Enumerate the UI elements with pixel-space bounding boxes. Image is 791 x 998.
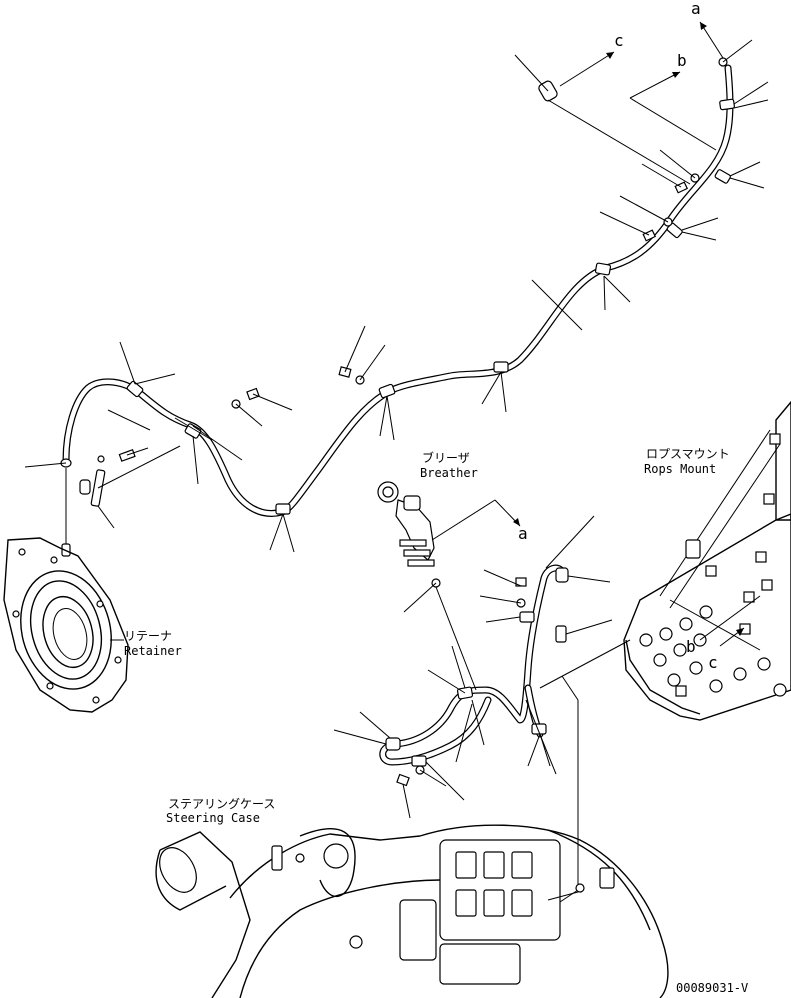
ref-a-mid: a [518, 524, 528, 543]
drawing-code: 00089031-V [676, 981, 748, 995]
ref-b-rops: b [686, 637, 696, 656]
lower-leaders [333, 515, 631, 911]
retainer-label-en: Retainer [124, 644, 182, 658]
ref-c-rops: c [708, 653, 718, 672]
steering-label-en: Steering Case [166, 811, 260, 825]
ref-c-top: c [614, 31, 624, 50]
retainer-label-jp: リテーナ [124, 629, 172, 643]
breather-label-en: Breather [420, 466, 478, 480]
steering-case-part [155, 824, 669, 998]
breather-part [377, 481, 521, 567]
upper-hardware [79, 57, 728, 507]
rops-mount-part [623, 400, 791, 721]
lower-hose-parts [385, 567, 569, 787]
ref-b-top: b [677, 51, 687, 70]
breather-label-jp: ブリーザ [422, 450, 470, 465]
upper-refs: a b c [614, 0, 701, 70]
rops-label-jp: ロプスマウント [646, 447, 730, 461]
ref-a-top: a [691, 0, 701, 18]
retainer-part [3, 537, 129, 713]
upper-hose [62, 64, 734, 517]
steering-label-jp: ステアリングケース [168, 797, 275, 811]
rops-label-en: Rops Mount [644, 462, 716, 476]
upper-leaders [24, 21, 769, 557]
upper-hose-clamps [60, 98, 735, 515]
